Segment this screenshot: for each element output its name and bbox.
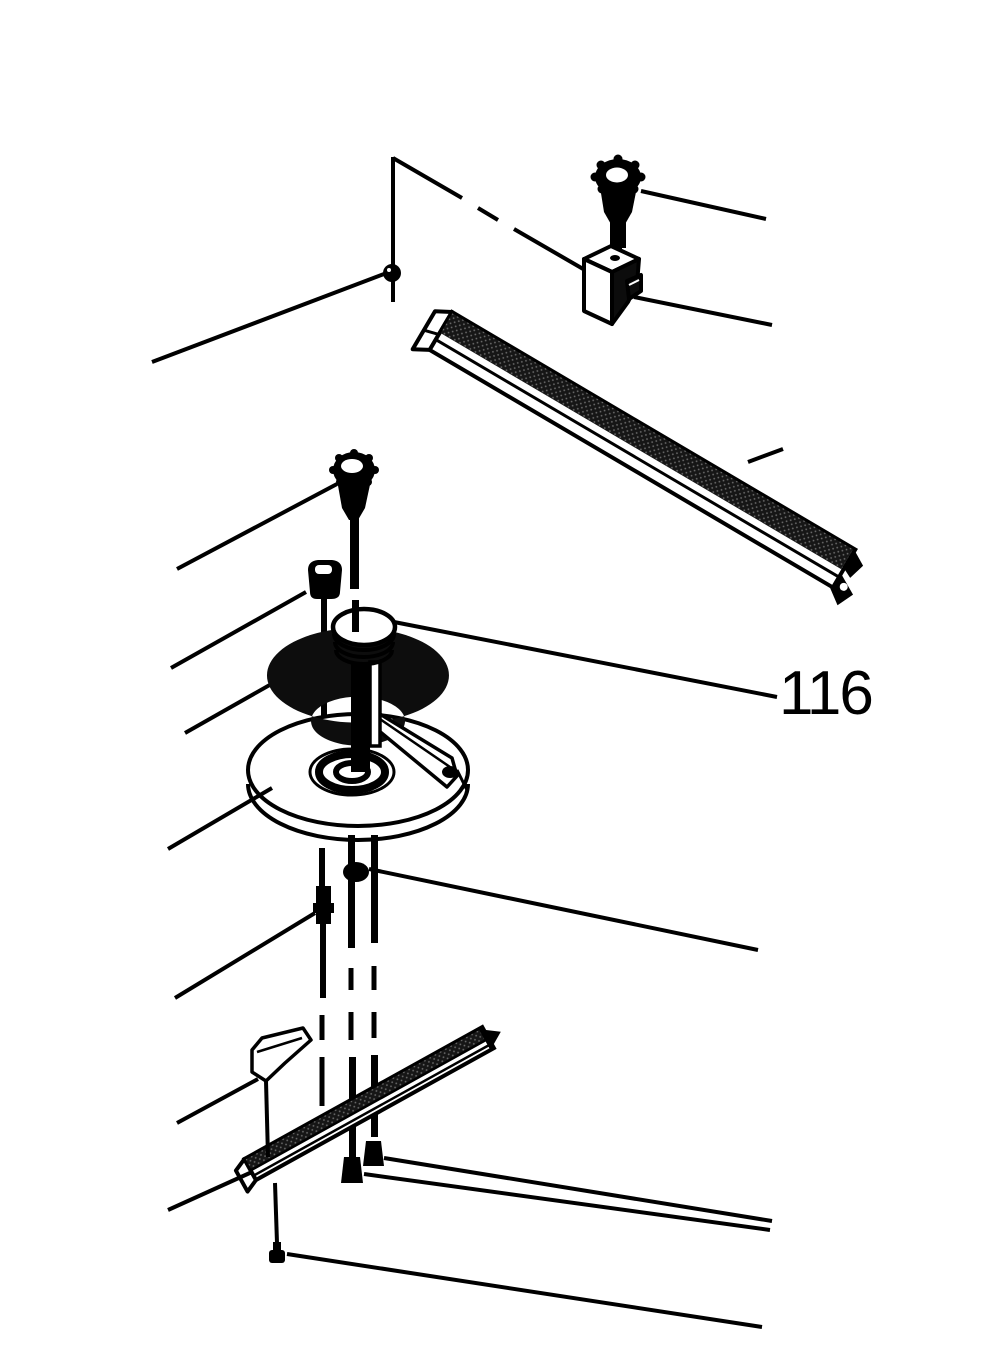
table-corner-edge xyxy=(391,156,599,302)
leader-cap-nut xyxy=(170,590,307,670)
leader-gauge-head xyxy=(166,786,274,851)
leader-flat-head-screw xyxy=(286,1252,763,1329)
leader-hex-nut xyxy=(151,272,385,364)
guide-rail xyxy=(410,309,864,606)
leader-lock-knob xyxy=(176,482,338,571)
pointer-plate xyxy=(250,1026,313,1158)
slot-nut-left xyxy=(341,1157,363,1183)
hex-nut xyxy=(383,264,401,282)
thumb-screw xyxy=(590,154,646,262)
miter-bar xyxy=(233,1024,501,1194)
leader-pointer-plate xyxy=(176,1077,259,1125)
leader-carriage-bolt xyxy=(368,867,759,952)
leader-thumb-screw xyxy=(640,189,767,221)
leader-miter-bar xyxy=(167,1170,253,1212)
handle-shaft-116 xyxy=(330,600,398,772)
leader-slot-nut-right xyxy=(383,1156,773,1223)
flat-head-screw xyxy=(269,1182,285,1263)
leader-guide-rail xyxy=(747,447,784,464)
leader-116 xyxy=(393,620,778,699)
leader-slot-nut-left xyxy=(363,1172,771,1232)
lock-knob xyxy=(329,449,379,589)
leader-slide-block xyxy=(633,295,773,327)
slide-block xyxy=(582,244,643,326)
slot-nut-right xyxy=(363,1141,384,1166)
set-screw xyxy=(313,848,334,1106)
part-number-callout: 116 xyxy=(779,659,872,728)
leader-set-screw xyxy=(173,911,317,1000)
